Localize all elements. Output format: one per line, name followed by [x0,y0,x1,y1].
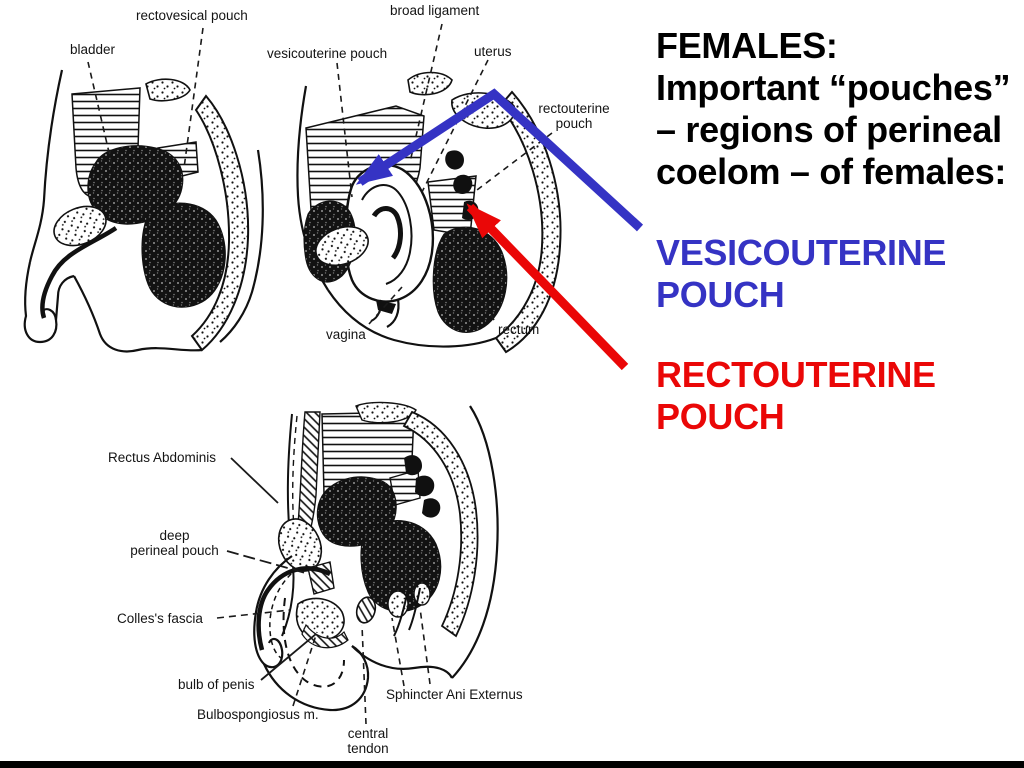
label-bulb-of-penis: bulb of penis [178,677,255,692]
label-central-tendon: central tendon [336,726,400,756]
label-rectus-abdominis: Rectus Abdominis [108,450,217,465]
callout-rectouterine-line1: RECTOUTERINE [656,354,936,395]
figure-rectovesical-diagram [23,69,264,353]
label-central-tendon-line1: central [347,726,389,741]
label-deep-perineal-pouch-line2: perineal pouch [130,543,219,558]
label-rectouterine-pouch: rectouterine pouch [529,101,619,131]
label-broad-ligament: broad ligament [390,3,480,18]
label-deep-perineal-pouch: deep perineal pouch [126,528,223,558]
label-vagina: vagina [326,327,366,342]
heading-line-1: FEMALES: [656,25,838,66]
label-vesicouterine-pouch: vesicouterine pouch [267,46,388,61]
red-arrow-rectouterine [466,203,629,371]
label-bladder: bladder [70,42,116,57]
heading-line-2: Important “pouches” [656,67,1011,108]
label-deep-perineal-pouch-line1: deep [159,528,190,543]
label-rectum: rectum [498,322,540,337]
blue-arrow-vesicouterine [355,88,644,232]
callout-rectouterine-pouch: RECTOUTERINE POUCH [656,354,936,438]
label-bulbospongiosus: Bulbospongiosus m. [197,707,319,722]
callout-vesicouterine-pouch: VESICOUTERINE POUCH [656,232,946,316]
label-rectovesical-pouch: rectovesical pouch [136,8,248,23]
heading-line-4: coelom – of females: [656,151,1007,192]
label-uterus: uterus [474,44,512,59]
callout-vesicouterine-line2: POUCH [656,274,785,315]
label-leader-lines [87,23,553,725]
label-colles-fascia: Colles's fascia [117,611,203,626]
label-sphincter-ani-externus: Sphincter Ani Externus [386,687,523,702]
figure-perineal-pouches-diagram [253,401,499,712]
label-rectouterine-pouch-line1: rectouterine [538,101,610,116]
callout-vesicouterine-line1: VESICOUTERINE [656,232,947,273]
slide-footer-bar [0,761,1024,768]
slide-heading: FEMALES: Important “pouches” – regions o… [656,25,1011,193]
callout-rectouterine-line2: POUCH [656,396,785,437]
label-central-tendon-line2: tendon [347,741,389,756]
heading-line-3: – regions of perineal [656,109,1002,150]
label-rectouterine-pouch-line2: pouch [555,116,593,131]
